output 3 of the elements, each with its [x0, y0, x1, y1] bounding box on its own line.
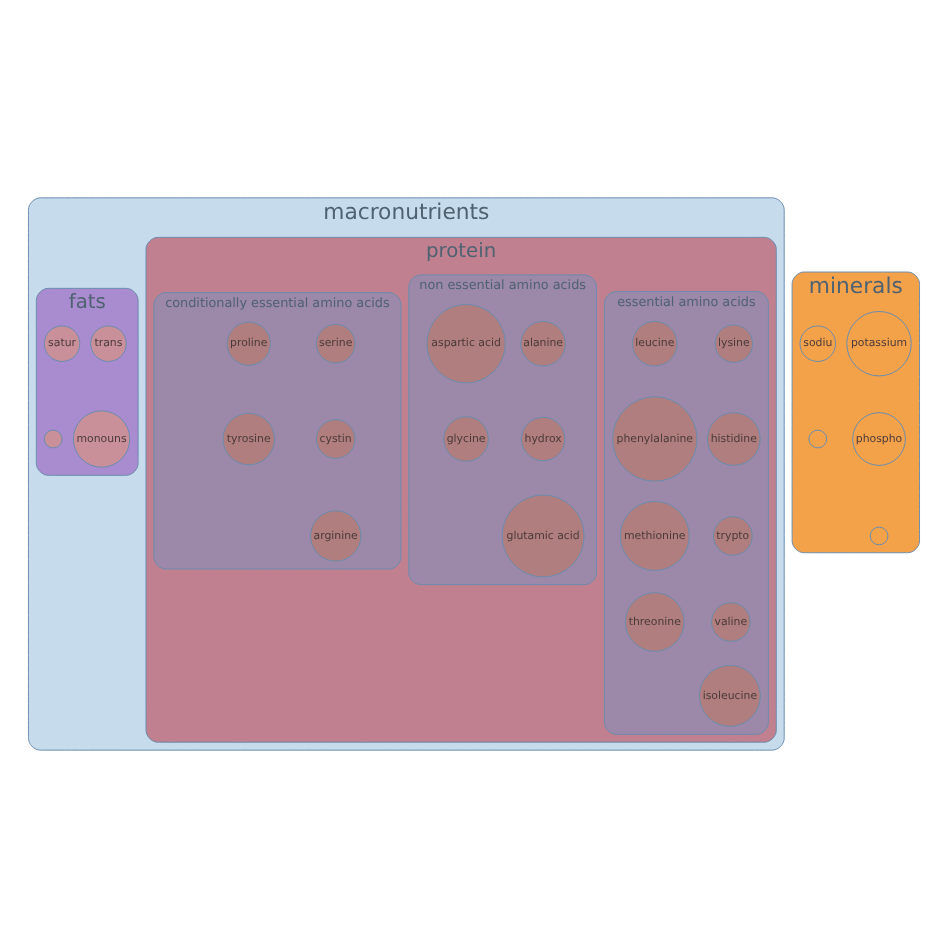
node-circle [43, 429, 63, 449]
node-circle [808, 429, 828, 449]
node-circle [869, 526, 889, 546]
